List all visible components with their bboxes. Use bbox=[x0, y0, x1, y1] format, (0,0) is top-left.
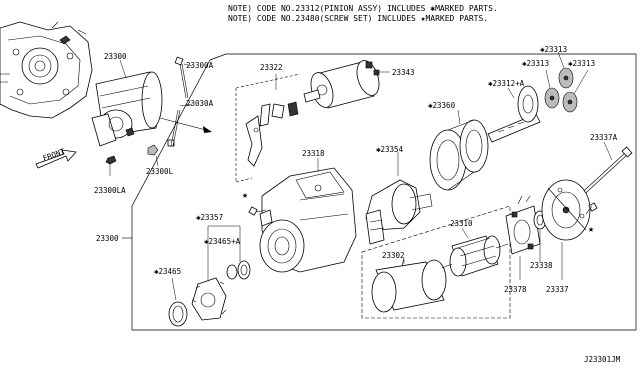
yoke-23302-illustration bbox=[371, 257, 447, 313]
label-23465: ✱23465 bbox=[154, 267, 181, 276]
solenoid-23343-illustration bbox=[303, 60, 380, 109]
note-screw-set: NOTE) CODE NO.23480(SCREW SET) INCLUDES … bbox=[228, 14, 489, 23]
label-23354: ✱23354 bbox=[376, 145, 404, 154]
label-23312a: ✱23312+A bbox=[488, 79, 525, 88]
nut-23300la-illustration bbox=[105, 155, 117, 165]
star-mark-icon: ★ bbox=[242, 190, 248, 201]
label-23337: 23337 bbox=[546, 285, 569, 294]
group-23322-bracket bbox=[235, 73, 301, 183]
internal-gear-23360-illustration bbox=[429, 119, 489, 191]
label-23300a: 23300A bbox=[186, 61, 214, 70]
ring-23465-illustration bbox=[168, 301, 188, 327]
star-mark-icon: ★ bbox=[588, 224, 594, 235]
label-23357: ✱23357 bbox=[196, 213, 223, 222]
nut-23300l-illustration bbox=[147, 144, 159, 156]
ring-23465a-illustration bbox=[226, 260, 251, 280]
label-23318: 23318 bbox=[302, 149, 325, 158]
label-23313-mid: ✱23313 bbox=[522, 59, 549, 68]
planet-gears-23313-illustration bbox=[544, 67, 578, 113]
bolt-23300a-illustration bbox=[174, 56, 189, 99]
exploded-view-frame bbox=[131, 53, 637, 331]
label-23313-right: ✱23313 bbox=[568, 59, 595, 68]
label-23378: 23378 bbox=[504, 285, 527, 294]
armature-group-frame bbox=[361, 205, 511, 319]
label-23302: 23302 bbox=[382, 251, 405, 260]
engine-block-illustration bbox=[0, 21, 93, 119]
note-pinion-assy: NOTE) CODE NO.23312(PINION ASSY) INCLUDE… bbox=[228, 4, 498, 13]
front-housing-23318-illustration bbox=[259, 167, 357, 273]
label-23300-main: 23300 bbox=[96, 234, 119, 243]
label-23300la: 23300LA bbox=[94, 186, 126, 195]
armature-23310-illustration bbox=[441, 235, 509, 277]
label-23465a: ✱23465+A bbox=[204, 237, 241, 246]
bolt-23030a-illustration bbox=[167, 109, 181, 147]
label-23338: 23338 bbox=[530, 261, 553, 270]
label-23322: 23322 bbox=[260, 63, 283, 72]
screw-star-illustration bbox=[248, 206, 267, 216]
rear-cover-23337-illustration bbox=[541, 179, 591, 241]
diagram-code: J23301JM bbox=[584, 355, 621, 364]
label-23030a: 23030A bbox=[186, 99, 214, 108]
shaft-23354-illustration bbox=[365, 179, 433, 245]
label-23300: 23300 bbox=[104, 52, 127, 61]
label-23313-top: ✱23313 bbox=[540, 45, 567, 54]
label-23360: ✱23360 bbox=[428, 101, 456, 110]
pinion-shaft-23312a-illustration bbox=[487, 85, 541, 143]
label-23310: 23310 bbox=[450, 219, 473, 228]
label-23300l: 23300L bbox=[146, 167, 174, 176]
screw-star-right-illustration bbox=[585, 202, 598, 215]
shift-lever-23322-illustration bbox=[245, 101, 299, 167]
label-23337a: 23337A bbox=[590, 133, 618, 142]
pinion-clutch-23357-illustration bbox=[191, 277, 227, 321]
label-23343: 23343 bbox=[392, 68, 415, 77]
starter-installed-illustration bbox=[91, 71, 163, 147]
front-arrow-icon bbox=[35, 149, 77, 169]
